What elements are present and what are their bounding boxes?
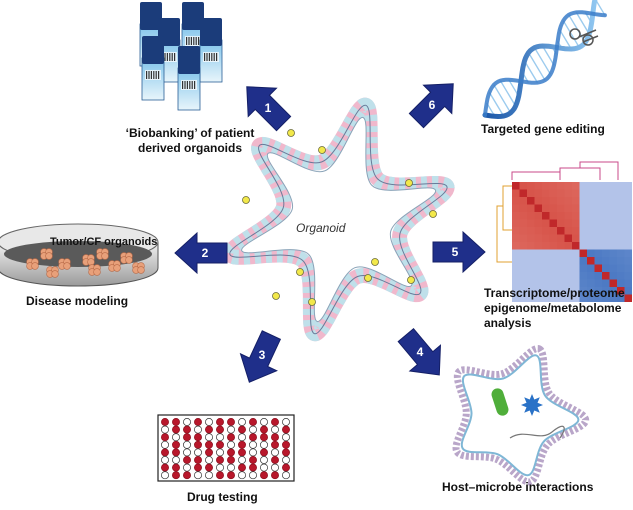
central-organoid (222, 97, 455, 341)
dish-label: Tumor/CF organoids (50, 236, 158, 248)
dna-helix-illustration (482, 0, 607, 120)
petri-dish-illustration (0, 223, 159, 287)
omics-heatmap-illustration (496, 161, 632, 302)
biobanking-label: ‘Biobanking’ of patient derived organoid… (125, 126, 255, 155)
arrow-number: 1 (265, 101, 272, 115)
scissors-icon (569, 28, 599, 46)
plasmid-strand-icon (509, 425, 565, 439)
arrow-4: 4 (397, 328, 442, 376)
organoid-label: Organoid (296, 221, 346, 235)
drug-testing-label: Drug testing (187, 490, 258, 504)
correlation-heatmap (512, 182, 632, 302)
organoid-cells (26, 248, 145, 278)
sample-tube (199, 18, 223, 83)
arrow-6: 6 (408, 83, 454, 129)
biobanking-tubes-illustration (139, 2, 223, 111)
arrow-number: 4 (417, 345, 424, 359)
sample-tube (177, 46, 201, 111)
arrow-number: 6 (429, 98, 436, 112)
host-microbe-label: Host–microbe interactions (442, 480, 594, 494)
omics-label: Transcriptome/proteome epigenome/metabol… (484, 286, 625, 330)
sample-tube (141, 36, 165, 101)
host-microbe-organoid-illustration (452, 345, 590, 486)
application-arrows: 1 2 3 4 5 6 (174, 83, 486, 383)
arrow-number: 2 (202, 246, 209, 260)
bacterium-icon (491, 388, 509, 416)
gene-editing-label: Targeted gene editing (481, 122, 605, 136)
well-plate-illustration (157, 414, 295, 482)
virus-icon (521, 394, 543, 416)
arrow-number: 5 (452, 245, 459, 259)
disease-modeling-label: Disease modeling (26, 294, 129, 308)
arrow-1: 1 (246, 86, 292, 132)
arrow-2: 2 (174, 231, 228, 275)
arrow-number: 3 (259, 348, 266, 362)
arrow-3: 3 (239, 330, 282, 383)
arrow-5: 5 (432, 230, 486, 274)
plate-wells (161, 418, 290, 480)
